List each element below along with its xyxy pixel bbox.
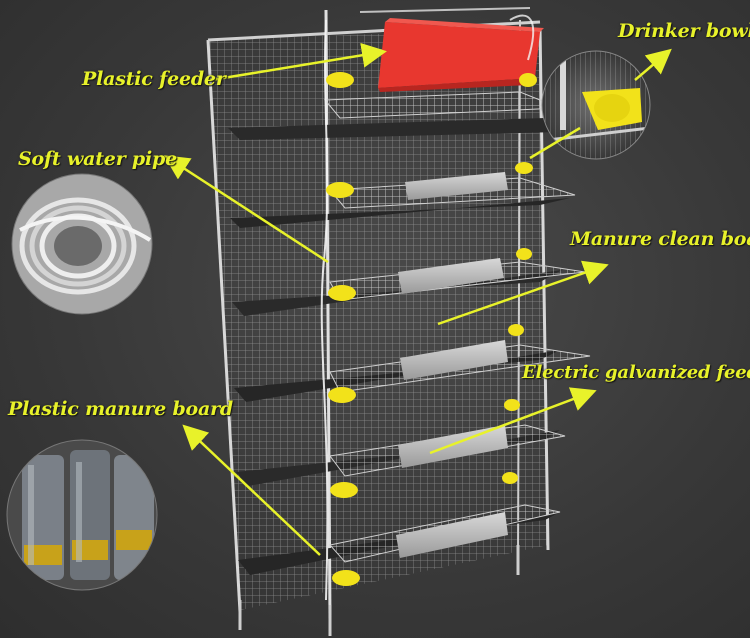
label-manure-clean-board: Manure clean board [570,228,750,250]
label-plastic-feeder: Plastic feeder [82,68,226,90]
label-plastic-manure-board: Plastic manure board [8,398,234,420]
arrow-plastic-manure-board [182,424,321,556]
yellow-drinkers [326,72,537,586]
arrow-soft-water-pipe [163,155,329,264]
label-soft-water-pipe: Soft water pipe [18,148,177,170]
manure-board-rolls-icon [6,439,158,591]
galvanized-feeder-troughs [396,172,508,558]
label-electric-galvanized-feeder: Electric galvanized feeder [522,362,750,383]
arrow-drinker-bowl [529,126,581,160]
drinker-bowl-closeup-icon [541,50,651,160]
red-plastic-feeder [378,18,544,92]
arrow-manure-clean-board [437,260,609,326]
water-pipe-coil-icon [11,173,153,315]
arrow-electric-feeder [429,387,597,455]
label-drinker-bowl: Drinker bowl [618,20,750,42]
water-pipe [320,19,329,601]
cage-frame [206,7,550,621]
callout-arrows [163,42,672,556]
arrow-drinker-bowl-upper [634,48,672,81]
arrow-plastic-feeder [204,42,387,83]
